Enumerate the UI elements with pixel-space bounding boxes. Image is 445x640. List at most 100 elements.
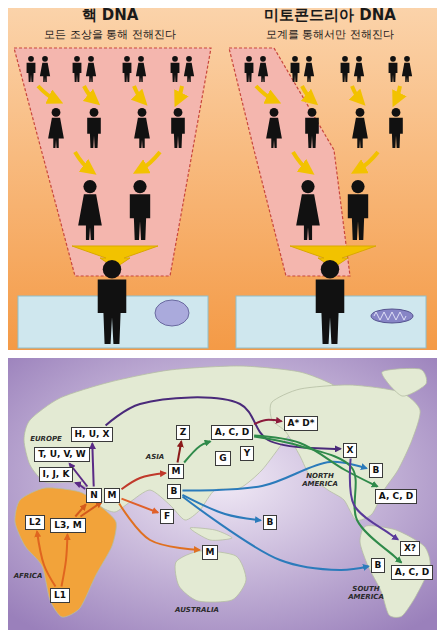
haplogroup-box: Y — [240, 446, 255, 461]
male-figure — [73, 56, 82, 82]
mitochondrion — [371, 309, 413, 323]
female-figure — [40, 56, 50, 82]
migration-arrow — [106, 397, 341, 448]
female-figure — [48, 108, 64, 148]
haplogroup-box: Z — [176, 425, 191, 440]
migration-arrow — [61, 535, 67, 587]
haplogroup-name: A, C, D — [215, 427, 249, 438]
haplogroup-box: L3, M — [50, 518, 86, 533]
male-figure — [171, 108, 185, 148]
inheritance-arrow — [302, 86, 312, 100]
region-name: SOUTH AMERICA — [344, 586, 388, 601]
male-figure — [291, 56, 300, 82]
female-figure — [258, 56, 268, 82]
male-figure — [305, 108, 319, 148]
haplogroup-box: A* D* — [284, 416, 319, 431]
inheritance-arrow — [256, 86, 274, 100]
haplogroup-box: F — [160, 509, 174, 524]
nuclear-funnel — [14, 48, 211, 276]
subheading: 모계를 통해서만 전해진다 — [266, 28, 394, 41]
haplogroup-box: L2 — [25, 515, 45, 530]
migration-arrow — [75, 483, 85, 489]
migration-arrow — [178, 442, 182, 463]
haplogroup-box: B — [167, 484, 182, 499]
female-figure — [402, 56, 412, 82]
inheritance-arrow — [134, 86, 142, 100]
haplogroup-box: B — [371, 558, 386, 573]
haplogroup-name: Y — [244, 448, 251, 459]
haplogroup-name: L1 — [54, 590, 66, 601]
region-name: NORTH AMERICA — [298, 473, 342, 488]
haplogroup-name: L2 — [29, 517, 41, 528]
haplogroup-box: X? — [400, 541, 420, 556]
haplogroup-name: A* D* — [288, 418, 315, 429]
migration-arrow — [121, 473, 165, 489]
cristae — [374, 312, 406, 320]
inheritance-arrow — [352, 86, 360, 100]
haplogroup-name: B — [373, 465, 380, 476]
migration-arrow — [182, 496, 368, 570]
migration-arrow — [254, 420, 281, 424]
haplogroup-box: N — [86, 488, 102, 503]
male-figure — [245, 56, 254, 82]
haplogroup-box: B — [369, 463, 384, 478]
haplogroup-box: M — [104, 488, 121, 503]
haplogroup-box: I, J, K — [39, 467, 74, 482]
haplogroup-name: M — [206, 547, 215, 558]
inheritance-arrow — [358, 152, 378, 170]
inheritance-arrow — [396, 86, 400, 100]
male-figure — [98, 260, 127, 344]
maternal-funnel — [229, 48, 350, 276]
top-panel — [8, 8, 437, 350]
inheritance-arrow — [84, 86, 94, 100]
haplogroup-box: B — [263, 515, 278, 530]
female-figure — [266, 108, 282, 148]
haplogroup-name: X? — [404, 543, 416, 554]
haplogroup-name: M — [172, 466, 181, 477]
migration-arrow — [119, 504, 199, 550]
heading: 미토콘드리아 DNA — [264, 6, 396, 24]
haplogroup-name: A, C, D — [395, 567, 429, 578]
female-figure — [78, 180, 102, 240]
inheritance-arrow — [178, 86, 182, 100]
haplogroup-box: M — [168, 464, 185, 479]
migration-arrow — [182, 495, 260, 521]
heading: 핵 DNA — [82, 6, 139, 24]
male-figure — [316, 260, 345, 344]
haplogroup-name: H, U, X — [75, 429, 110, 440]
map-panel — [8, 358, 437, 630]
male-figure — [171, 56, 180, 82]
greenland — [382, 368, 427, 396]
north-america — [270, 385, 420, 520]
haplogroup-box: A, C, D — [211, 425, 253, 440]
south-america — [360, 526, 430, 618]
male-figure — [389, 108, 403, 148]
haplogroup-name: B — [171, 486, 178, 497]
haplogroup-box: A, C, D — [391, 565, 433, 580]
haplogroup-name: L3, M — [54, 520, 82, 531]
male-figure — [341, 56, 350, 82]
region-name: EUROPE — [30, 436, 62, 444]
haplogroup-name: Z — [180, 427, 187, 438]
migration-arrow — [80, 502, 101, 516]
region-name: AUSTRALIA — [175, 607, 219, 615]
haplogroup-name: N — [90, 490, 98, 501]
female-figure — [296, 180, 320, 240]
male-figure — [27, 56, 36, 82]
male-figure — [87, 108, 101, 148]
haplogroup-box: T, U, V, W — [34, 447, 90, 462]
inheritance-arrow — [293, 152, 308, 170]
haplogroup-name: A, C, D — [379, 491, 413, 502]
africa — [15, 488, 116, 617]
haplogroup-name: F — [164, 511, 170, 522]
female-figure — [352, 108, 368, 148]
migration-arrow — [121, 499, 157, 513]
haplogroup-box: H, U, X — [71, 427, 114, 442]
inheritance-arrow — [140, 152, 160, 170]
male-figure — [348, 180, 368, 240]
nucleus — [155, 300, 189, 326]
haplogroup-name: B — [375, 560, 382, 571]
